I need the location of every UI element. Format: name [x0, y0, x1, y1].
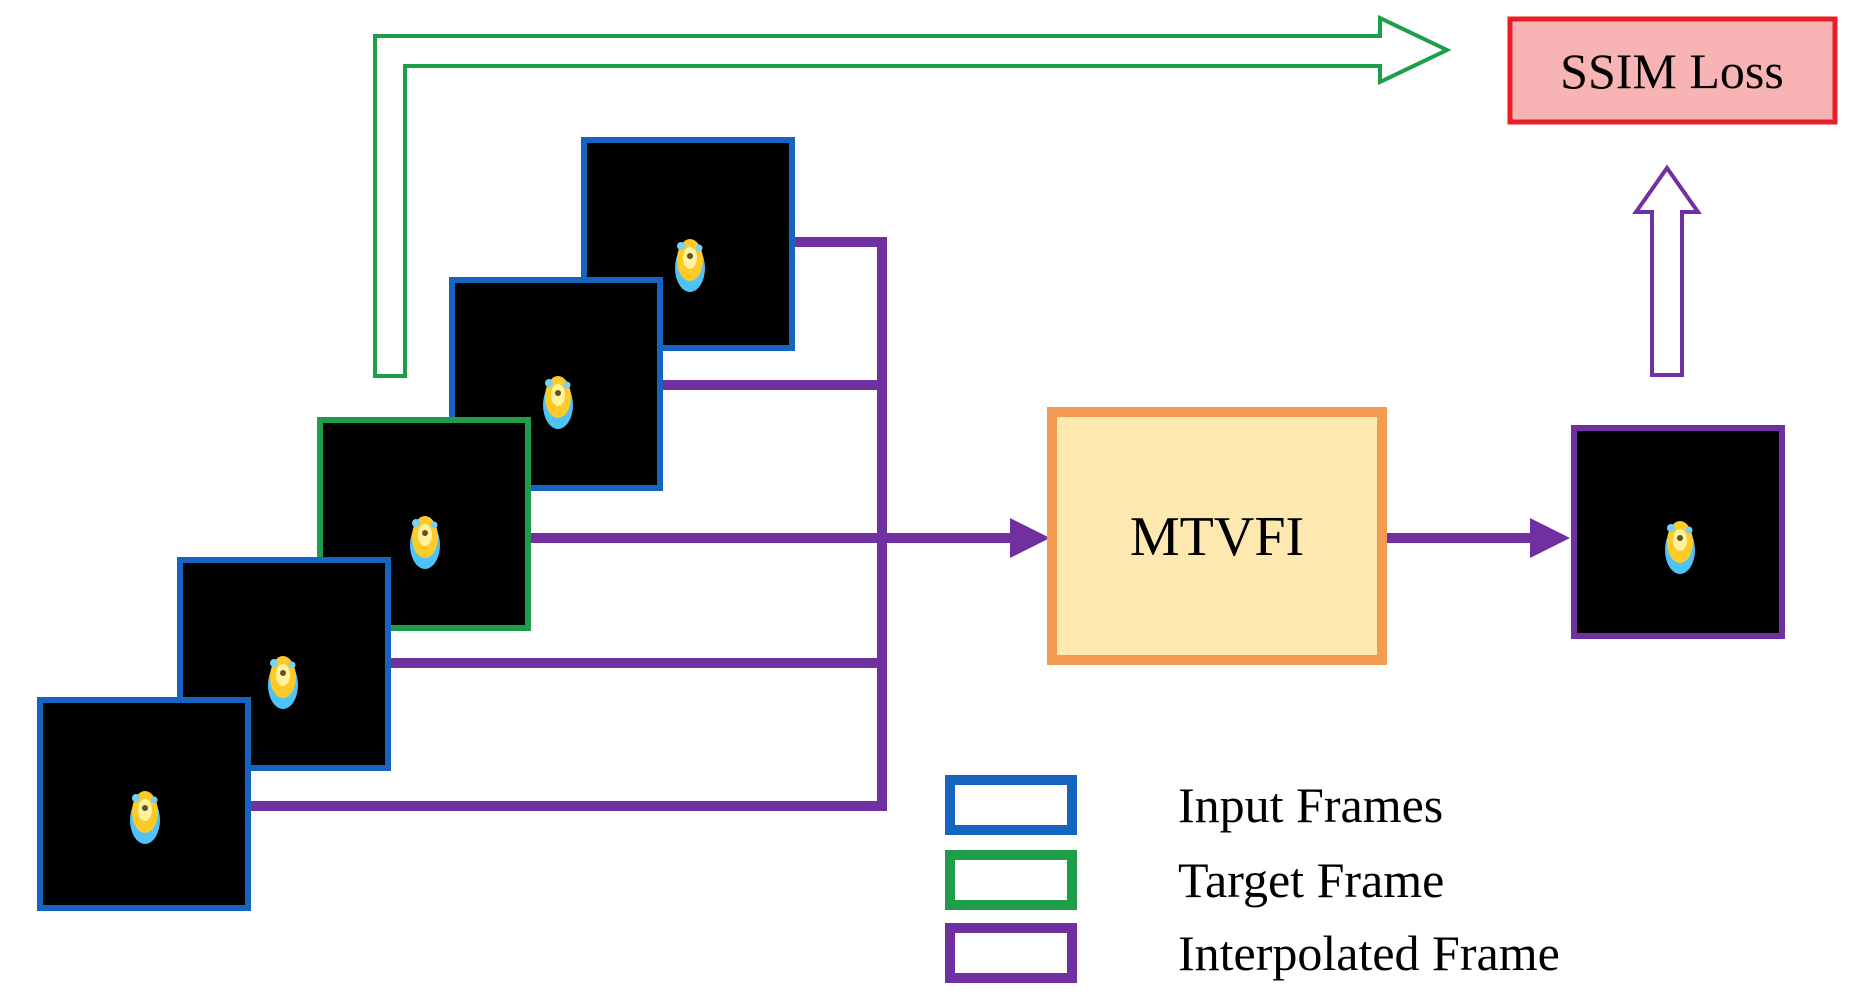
legend-label-input: Input Frames	[1178, 777, 1443, 833]
input-frame-4	[581, 137, 795, 351]
legend-swatch-target	[945, 850, 1077, 910]
legend-item-interpolated: Interpolated Frame	[945, 923, 1560, 983]
target-frame	[317, 417, 531, 631]
target-arrow	[373, 14, 1452, 378]
loss-box: SSIM Loss	[1507, 16, 1838, 125]
model-output-arrowhead	[1530, 518, 1570, 558]
interpolated-frame	[1571, 425, 1785, 639]
model-label: MTVFI	[1130, 506, 1304, 568]
legend-swatch-input	[945, 775, 1077, 835]
input-connectors	[250, 237, 1015, 811]
legend-swatch-interpolated	[945, 923, 1077, 983]
legend-label-target: Target Frame	[1178, 852, 1444, 908]
model-input-arrowhead	[1010, 518, 1050, 558]
legend-item-input: Input Frames	[945, 775, 1443, 835]
legend-item-target: Target Frame	[945, 850, 1444, 910]
legend: Input Frames Target Frame Interpolated F…	[945, 775, 1560, 983]
input-frame-1	[37, 697, 251, 911]
output-to-loss-arrow	[1632, 164, 1702, 377]
loss-label: SSIM Loss	[1560, 43, 1784, 99]
legend-label-interpolated: Interpolated Frame	[1178, 925, 1560, 981]
model-box: MTVFI	[1047, 407, 1387, 665]
